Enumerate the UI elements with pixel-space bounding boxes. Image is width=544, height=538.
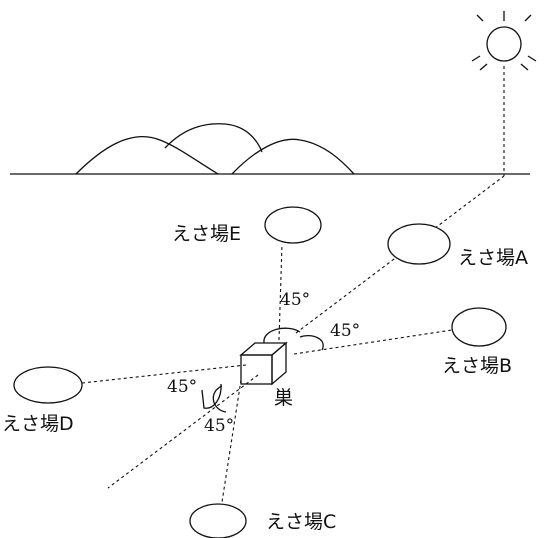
line-to-site-d	[81, 364, 247, 384]
site-b-oval	[451, 307, 507, 347]
angle-label-lower: 45°	[204, 416, 234, 436]
sun-icon	[471, 11, 537, 71]
angle-arc-lower	[212, 385, 227, 413]
site-b-label: えさ場B	[442, 355, 512, 377]
site-d-label: えさ場D	[2, 413, 74, 435]
line-to-site-b	[293, 329, 453, 355]
line-to-site-e	[278, 243, 283, 341]
angle-label-left: 45°	[167, 377, 197, 397]
line-to-southwest	[107, 374, 259, 489]
site-e-oval	[264, 206, 322, 244]
angle-label-right: 45°	[330, 321, 360, 341]
line-to-site-c	[221, 379, 242, 503]
angle-arc-right	[299, 335, 324, 351]
site-e-label: えさ場E	[172, 223, 241, 245]
site-c-oval	[189, 503, 247, 538]
line-to-site-a	[295, 175, 505, 334]
site-a-label: えさ場A	[458, 247, 528, 269]
angle-arc-upper	[263, 327, 301, 344]
nest-label: 巣	[274, 387, 293, 409]
site-d-oval	[13, 366, 83, 404]
angle-arc-left	[201, 383, 222, 409]
nest-box	[239, 341, 288, 386]
site-a-oval	[387, 223, 451, 265]
site-c-label: えさ場C	[266, 511, 336, 533]
mountains	[75, 123, 355, 175]
angle-label-upper: 45°	[280, 290, 310, 310]
